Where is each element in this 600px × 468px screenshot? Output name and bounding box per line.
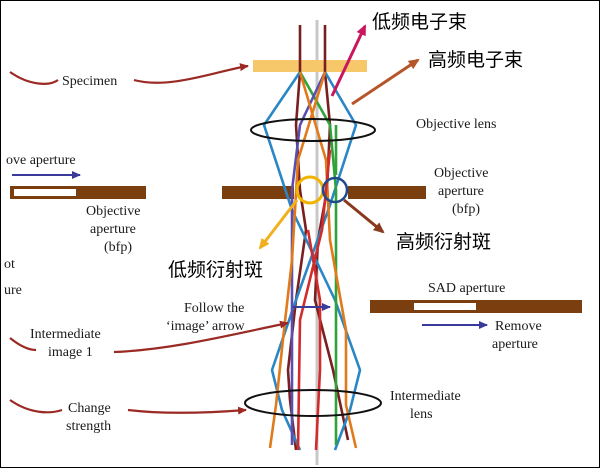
- electron-rays: [262, 25, 362, 451]
- objective-aperture-left-label-3: (bfp): [104, 240, 132, 255]
- objective-aperture-right-label-2: aperture: [438, 184, 484, 199]
- intermediate-lens-label-1: Intermediate: [390, 389, 461, 404]
- high-freq-spot-circle: [321, 176, 349, 204]
- left-partial-label-2: ure: [4, 283, 22, 298]
- objective-aperture-right-label-1: Objective: [434, 166, 488, 181]
- follow-label-2: ‘image’ arrow: [166, 319, 246, 334]
- intermediate-lens: [244, 389, 382, 417]
- objective-lens: [250, 118, 376, 142]
- objective-aperture-right-label-3: (bfp): [452, 202, 480, 217]
- specimen-bar: [253, 60, 367, 72]
- ray-blue-right: [270, 71, 358, 451]
- change-strength-pointer: [127, 406, 247, 415]
- ray-red-2: [296, 149, 332, 451]
- specimen-label: Specimen: [62, 74, 117, 89]
- move-aperture-slot: [14, 189, 76, 196]
- high-freq-spot-arrow: [343, 198, 385, 234]
- move-aperture-label: ove aperture: [6, 153, 76, 168]
- change-strength-tail: [9, 399, 63, 414]
- intermediate-image-pointer: [113, 320, 289, 354]
- intermediate-image-label-1: Intermediate: [30, 327, 101, 342]
- left-partial-label-1: ot: [4, 257, 15, 272]
- specimen-pointer: [133, 63, 249, 84]
- intermediate-image-label-2: image 1: [48, 345, 93, 360]
- intermediate-image-tail: [9, 337, 37, 352]
- specimen-left-tail: [9, 71, 59, 85]
- follow-label-1: Follow the: [184, 301, 244, 316]
- objective-aperture-left-plate: [222, 186, 294, 199]
- remove-aperture-label-2: aperture: [492, 337, 538, 352]
- ray-green: [298, 71, 338, 445]
- objective-lens-label: Objective lens: [416, 117, 496, 132]
- intermediate-lens-label-2: lens: [410, 407, 433, 422]
- ray-orange-right: [298, 71, 358, 449]
- low-freq-spot-arrow: [258, 199, 299, 250]
- sad-aperture-slot: [414, 303, 476, 310]
- objective-aperture-left-label-2: aperture: [90, 222, 136, 237]
- sad-aperture-label: SAD aperture: [428, 281, 505, 296]
- change-strength-label-2: strength: [66, 419, 111, 434]
- high-freq-beam-label: 高频电子束: [428, 49, 523, 71]
- low-freq-spot-label: 低频衍射斑: [168, 259, 263, 281]
- remove-aperture-label-1: Remove: [495, 319, 542, 334]
- high-freq-beam-arrow: [351, 58, 420, 106]
- objective-aperture-right-plate: [348, 186, 426, 199]
- change-strength-label-1: Change: [68, 401, 111, 416]
- high-freq-spot-label: 高频衍射斑: [396, 231, 491, 253]
- ray-orange-left: [268, 71, 327, 449]
- objective-aperture-left-label-1: Objective: [86, 204, 140, 219]
- low-freq-beam-arrow: [330, 24, 367, 97]
- low-freq-beam-label: 低频电子束: [372, 11, 467, 33]
